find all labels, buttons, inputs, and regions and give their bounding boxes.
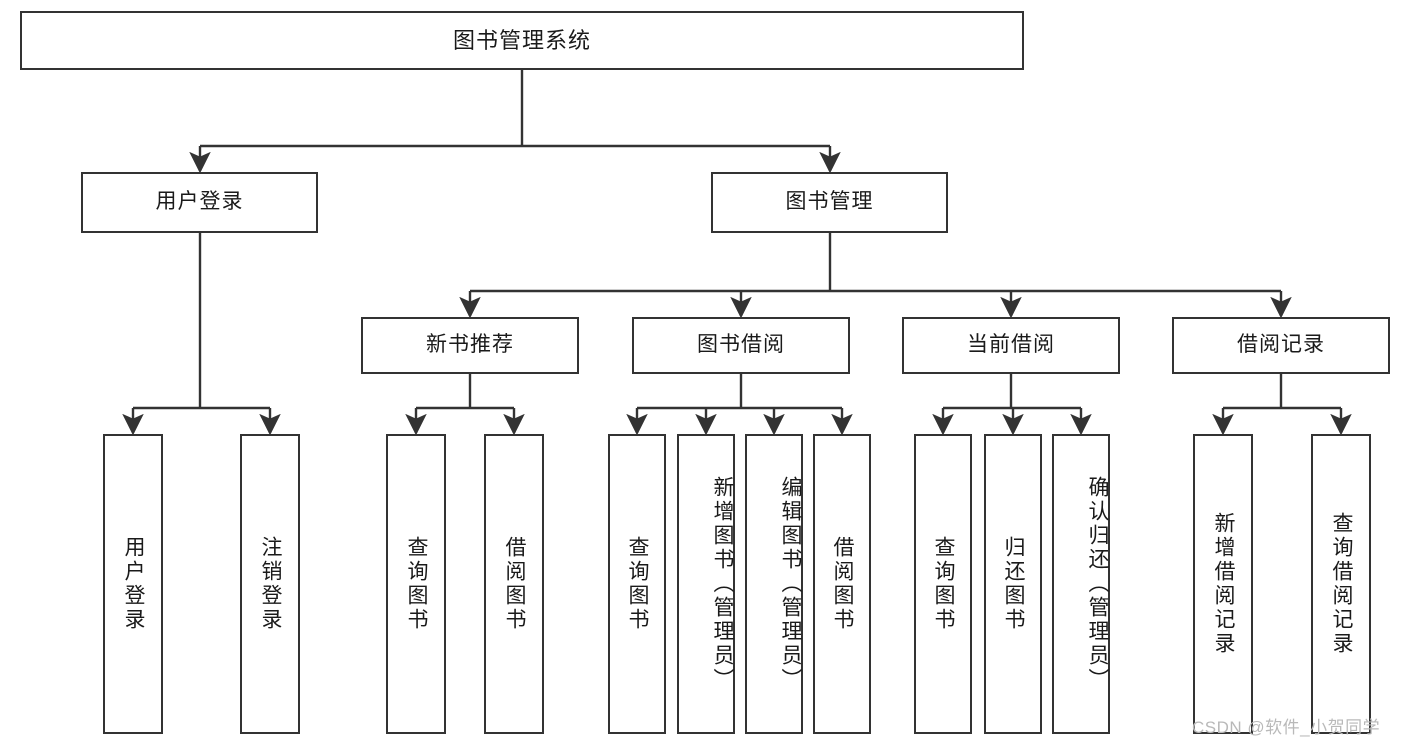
node-leaf-query-borrow-record[interactable]: 查询借阅记录 (1311, 434, 1371, 734)
node-leaf-borrow-book-recommend[interactable]: 借阅图书 (484, 434, 544, 734)
node-leaf-query-book-borrow[interactable]: 查询图书 (608, 434, 666, 734)
node-leaf-return-book[interactable]: 归还图书 (984, 434, 1042, 734)
node-leaf-add-book-admin[interactable]: 新增图书（管理员） (677, 434, 735, 734)
node-leaf-query-book-current[interactable]: 查询图书 (914, 434, 972, 734)
node-user-login[interactable]: 用户登录 (81, 172, 318, 233)
node-new-book-recommend[interactable]: 新书推荐 (361, 317, 579, 374)
node-leaf-logout[interactable]: 注销登录 (240, 434, 300, 734)
node-leaf-user-login[interactable]: 用户登录 (103, 434, 163, 734)
node-leaf-confirm-return-admin[interactable]: 确认归还（管理员） (1052, 434, 1110, 734)
node-leaf-borrow-book[interactable]: 借阅图书 (813, 434, 871, 734)
node-book-borrow[interactable]: 图书借阅 (632, 317, 850, 374)
node-leaf-query-book-recommend[interactable]: 查询图书 (386, 434, 446, 734)
node-current-borrow[interactable]: 当前借阅 (902, 317, 1120, 374)
node-leaf-edit-book-admin[interactable]: 编辑图书（管理员） (745, 434, 803, 734)
watermark-credit: CSDN @软件_小贺同学 (1192, 718, 1381, 737)
node-root-system[interactable]: 图书管理系统 (20, 11, 1024, 70)
node-leaf-add-borrow-record[interactable]: 新增借阅记录 (1193, 434, 1253, 734)
node-book-manage[interactable]: 图书管理 (711, 172, 948, 233)
node-borrow-record[interactable]: 借阅记录 (1172, 317, 1390, 374)
